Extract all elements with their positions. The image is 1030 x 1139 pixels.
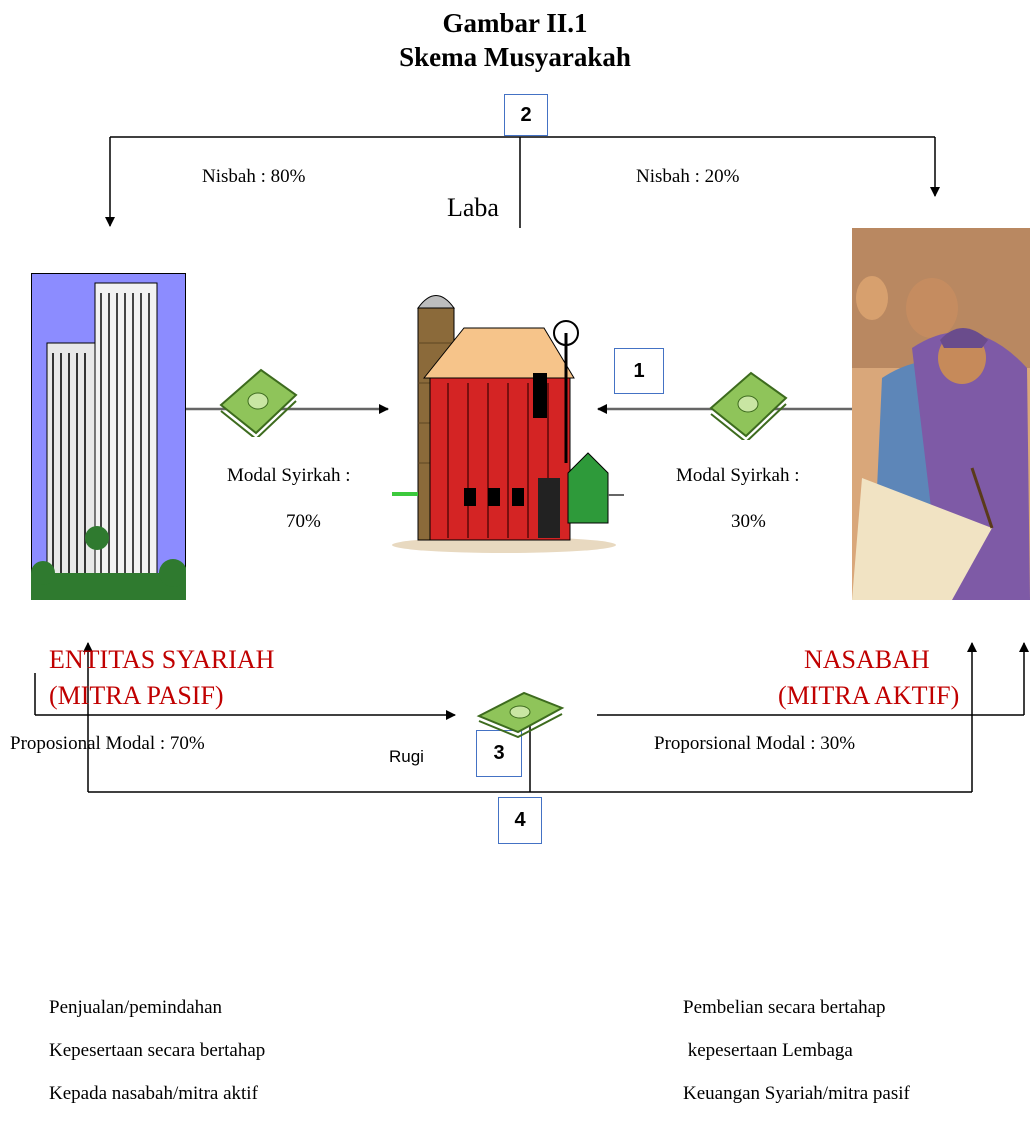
step-1-box: 1 (614, 348, 664, 394)
bottom-right-line-3: Keuangan Syariah/mitra pasif (683, 1083, 910, 1104)
bottom-left-line-3: Kepada nasabah/mitra aktif (49, 1083, 258, 1104)
left-party-proportion: Proposional Modal : 70% (10, 733, 205, 754)
money-stack-right-icon (709, 371, 788, 440)
nisbah-right-label: Nisbah : 20% (636, 166, 740, 187)
nisbah-left-label: Nisbah : 80% (202, 166, 306, 187)
profit-lines (105, 136, 940, 228)
rugi-label: Rugi (389, 747, 424, 766)
money-stack-bottom-icon (476, 691, 565, 738)
step-3-box: 3 (476, 730, 522, 777)
modal-right-value: 30% (731, 511, 766, 532)
right-party-proportion: Proporsional Modal : 30% (654, 733, 856, 754)
right-party-name: NASABAH (804, 645, 930, 674)
building-icon (31, 273, 186, 600)
bottom-right-line-2: kepesertaan Lembaga (683, 1040, 853, 1061)
step-2-box: 2 (504, 94, 548, 136)
step-4-box: 4 (498, 797, 542, 844)
modal-left-value: 70% (286, 511, 321, 532)
modal-left-label: Modal Syirkah : (227, 465, 351, 486)
figure-title: Skema Musyarakah (399, 42, 631, 72)
left-party-name: ENTITAS SYARIAH (49, 645, 275, 674)
bottom-left-line-2: Kepesertaan secara bertahap (49, 1040, 266, 1061)
bottom-left-line-1: Penjualan/pemindahan (49, 997, 223, 1018)
figure-number: Gambar II.1 (442, 8, 588, 38)
transfer-lines (34, 642, 1029, 720)
laba-label: Laba (447, 193, 499, 222)
bottom-right-line-1: Pembelian secara bertahap (683, 997, 886, 1018)
modal-right-label: Modal Syirkah : (676, 465, 800, 486)
right-party-role: (MITRA AKTIF) (778, 681, 960, 710)
left-party-role: (MITRA PASIF) (49, 681, 224, 710)
barn-icon (392, 295, 624, 553)
money-stack-left-icon (219, 368, 298, 437)
customer-illustration (852, 228, 1030, 600)
